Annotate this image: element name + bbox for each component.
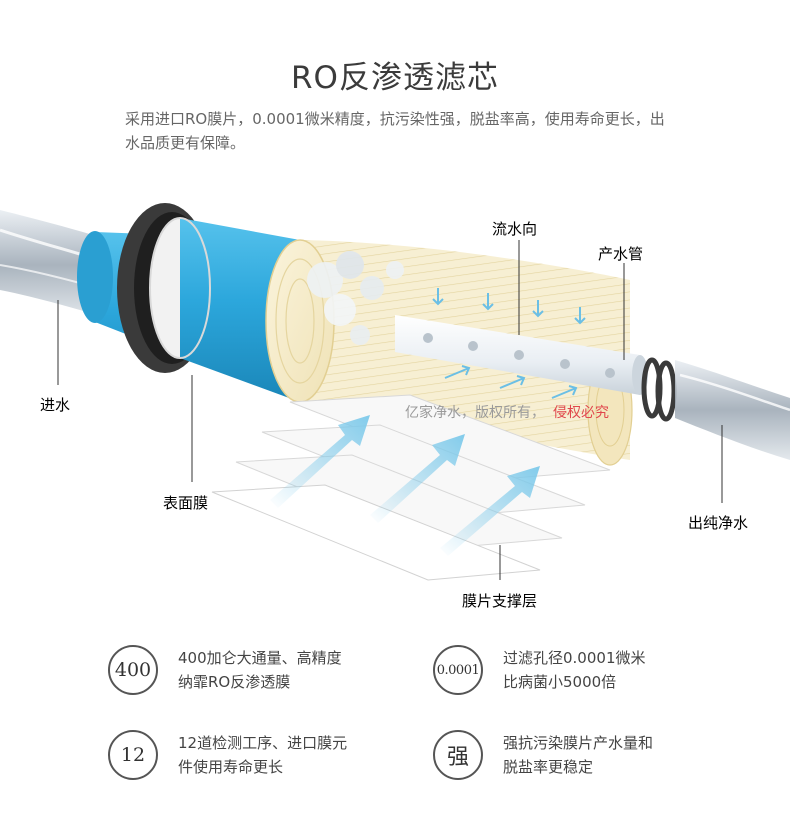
feature-line: 脱盐率更稳定 xyxy=(503,758,594,776)
label-product-pipe: 产水管 xyxy=(598,245,643,263)
label-surface-membrane: 表面膜 xyxy=(163,494,208,512)
feature-line: 12道检测工序、进口膜元 xyxy=(178,734,348,752)
feature-line: 比病菌小5000倍 xyxy=(503,673,617,691)
feature-badge-400: 400 xyxy=(108,645,158,695)
feature-text: 400加仑大通量、高精度 纳霏RO反渗透膜 xyxy=(178,646,388,694)
pipe-hole xyxy=(514,350,524,360)
label-membrane-support: 膜片支撑层 xyxy=(462,592,537,610)
page-subtitle: 采用进口RO膜片，0.0001微米精度，抗污染性强，脱盐率高，使用寿命更长，出水… xyxy=(125,110,665,152)
feature-text: 过滤孔径0.0001微米 比病菌小5000倍 xyxy=(503,646,713,694)
feature-line: 过滤孔径0.0001微米 xyxy=(503,649,646,667)
feature-text: 12道检测工序、进口膜元 件使用寿命更长 xyxy=(178,731,388,779)
feature-text: 强抗污染膜片产水量和 脱盐率更稳定 xyxy=(503,731,713,779)
page-title: RO反渗透滤芯 xyxy=(291,60,499,96)
feature-line: 纳霏RO反渗透膜 xyxy=(178,673,291,691)
feature-item: 12 12道检测工序、进口膜元 件使用寿命更长 xyxy=(108,730,388,780)
label-flow-direction: 流水向 xyxy=(492,220,537,238)
flow-arrows-down xyxy=(432,288,586,325)
leader-lines xyxy=(57,240,723,580)
outlet-water-stream xyxy=(675,360,790,460)
pipe-hole xyxy=(560,359,570,369)
ro-filter-diagram: 流水向 产水管 进水 表面膜 出纯净水 膜片支撑层 亿家净水，版权所有，侵权必究 xyxy=(0,203,790,610)
pipe-hole xyxy=(605,368,615,378)
feature-item: 400 400加仑大通量、高精度 纳霏RO反渗透膜 xyxy=(108,645,388,695)
feature-line: 件使用寿命更长 xyxy=(178,758,284,776)
feature-badge-strong: 强 xyxy=(433,730,483,780)
pipe-hole xyxy=(423,333,433,343)
flow-arrows-diagonal xyxy=(444,365,578,399)
feature-badge-precision: 0.0001 xyxy=(433,645,483,695)
pipe-o-rings xyxy=(641,357,677,422)
feature-item: 强 强抗污染膜片产水量和 脱盐率更稳定 xyxy=(433,730,713,780)
label-water-in: 进水 xyxy=(40,396,70,414)
watermark: 亿家净水，版权所有，侵权必究 xyxy=(405,404,609,421)
feature-item: 0.0001 过滤孔径0.0001微米 比病菌小5000倍 xyxy=(433,645,713,695)
feature-line: 400加仑大通量、高精度 xyxy=(178,649,342,667)
feature-badge-12: 12 xyxy=(108,730,158,780)
label-pure-water-out: 出纯净水 xyxy=(688,514,748,532)
pipe-hole xyxy=(468,341,478,351)
feature-line: 强抗污染膜片产水量和 xyxy=(503,734,654,752)
large-flow-arrows xyxy=(270,415,540,556)
water-splash xyxy=(307,251,404,345)
